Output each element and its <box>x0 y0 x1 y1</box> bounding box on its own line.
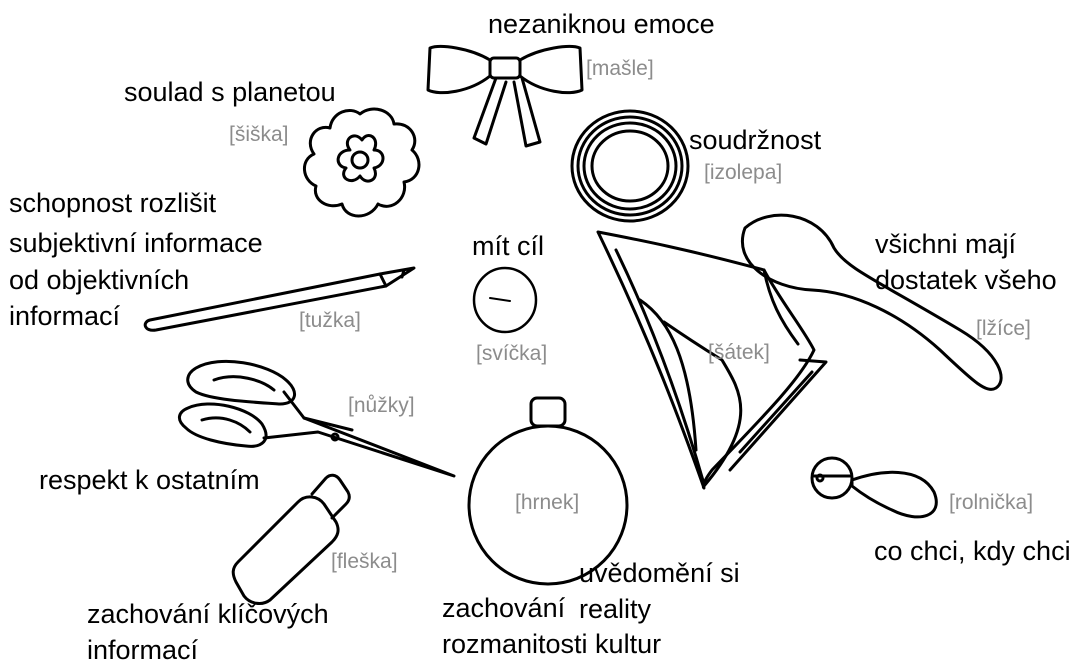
concept-label: soulad s planetou <box>124 74 336 110</box>
object-tag: [hrnek] <box>515 490 579 516</box>
concept-label: co chci, kdy chci <box>874 533 1071 569</box>
pinecone-icon <box>304 109 419 216</box>
concept-label: reality <box>579 591 651 627</box>
concept-label: uvědomění si <box>579 555 740 591</box>
tape-roll-icon <box>572 111 688 221</box>
concept-label: zachování klíčových <box>87 596 329 632</box>
object-tag: [mašle] <box>586 56 654 82</box>
object-tag: [šátek] <box>708 340 770 366</box>
candle-icon <box>474 268 536 332</box>
object-tag: [lžíce] <box>976 316 1031 342</box>
concept-label: informací <box>9 298 120 334</box>
object-tag: [izolepa] <box>704 160 782 186</box>
object-tag: [rolnička] <box>949 490 1033 516</box>
concept-label: všichni mají <box>875 226 1016 262</box>
concept-label: mít cíl <box>472 228 544 264</box>
object-tag: [tužka] <box>299 308 361 334</box>
concept-label: soudržnost <box>689 122 821 158</box>
concept-label: od objektivních <box>9 262 189 298</box>
object-tag: [šiška] <box>229 122 289 148</box>
concept-label: dostatek všeho <box>875 262 1057 298</box>
concept-label: nezaniknou emoce <box>488 6 715 42</box>
bow-icon <box>428 47 582 147</box>
object-tag: [svíčka] <box>476 341 547 367</box>
object-tag: [nůžky] <box>348 393 415 419</box>
concept-label: informací <box>87 632 198 664</box>
object-tag: [fleška] <box>331 549 398 575</box>
bell-rattle-icon <box>812 458 936 517</box>
concept-label: subjektivní informace <box>9 225 263 261</box>
concept-label: respekt k ostatním <box>39 462 260 498</box>
concept-label: schopnost rozlišit <box>9 185 216 221</box>
concept-label: zachování <box>442 590 565 626</box>
concept-label: rozmanitosti kultur <box>442 626 661 662</box>
